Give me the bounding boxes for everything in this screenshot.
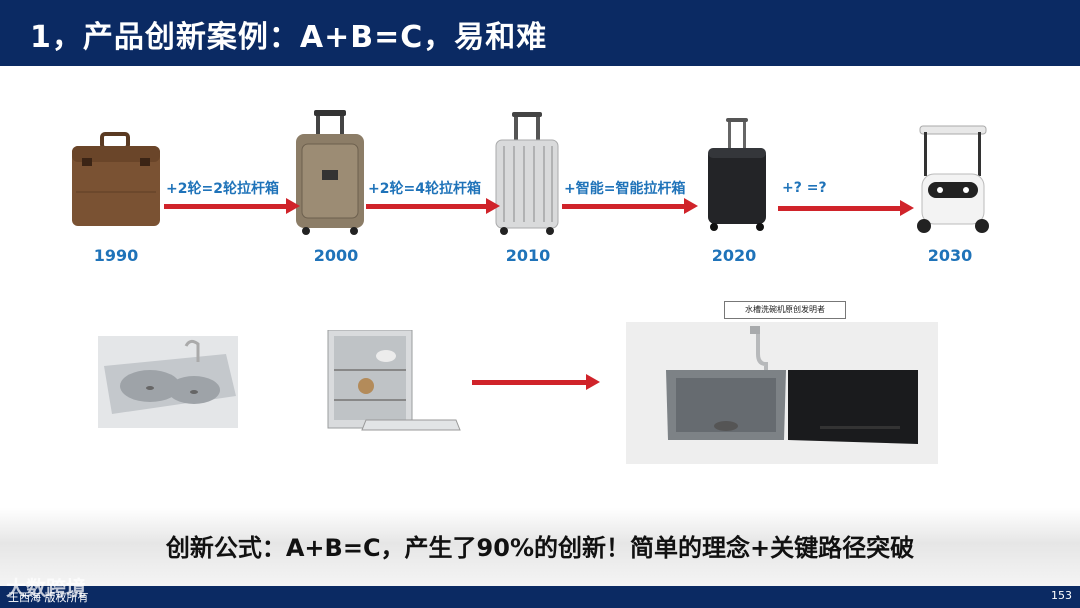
- briefcase-image: [72, 132, 160, 226]
- year-2000: 2000: [313, 246, 359, 265]
- page-number: 153: [1051, 589, 1072, 602]
- copyright-text: 王西海 版权所有: [8, 591, 89, 604]
- timeline-arrow-1: [164, 198, 300, 214]
- year-2030: 2030: [927, 246, 973, 265]
- smart-luggage-image: [708, 118, 766, 231]
- footer-bar: 王西海 版权所有 153: [0, 586, 1080, 608]
- robot-luggage-image: [917, 125, 989, 233]
- year-2020: 2020: [711, 246, 757, 265]
- timeline-arrow-2: [366, 198, 500, 214]
- step-label-2: +2轮=4轮拉杆箱: [368, 181, 481, 197]
- soft-luggage-image: [296, 110, 364, 235]
- title-bar: 1，产品创新案例：A+B=C，易和难: [0, 0, 1080, 66]
- dishwasher-image: [327, 330, 461, 431]
- year-1990: 1990: [93, 246, 139, 265]
- watermark-text: 大数跨境: [6, 576, 86, 600]
- year-2010: 2010: [505, 246, 551, 265]
- hardshell-luggage-image: [495, 112, 559, 235]
- step-label-3: +智能=智能拉杆箱: [564, 181, 686, 197]
- innovation-formula: 创新公式：A+B=C，产生了90%的创新！简单的理念+关键路径突破: [165, 534, 915, 562]
- step-label-4: +? =?: [782, 180, 827, 196]
- sink-image: [98, 336, 238, 428]
- timeline-arrow-4: [778, 200, 914, 216]
- formula-band: [0, 508, 1080, 586]
- combination-arrow: [472, 374, 600, 390]
- patent-label: 水槽洗碗机原创发明者: [724, 301, 846, 319]
- timeline-arrow-3: [562, 198, 698, 214]
- sink-dishwasher-combo-image: [626, 322, 938, 464]
- slide-title: 1，产品创新案例：A+B=C，易和难: [30, 20, 548, 55]
- step-label-1: +2轮=2轮拉杆箱: [166, 181, 279, 197]
